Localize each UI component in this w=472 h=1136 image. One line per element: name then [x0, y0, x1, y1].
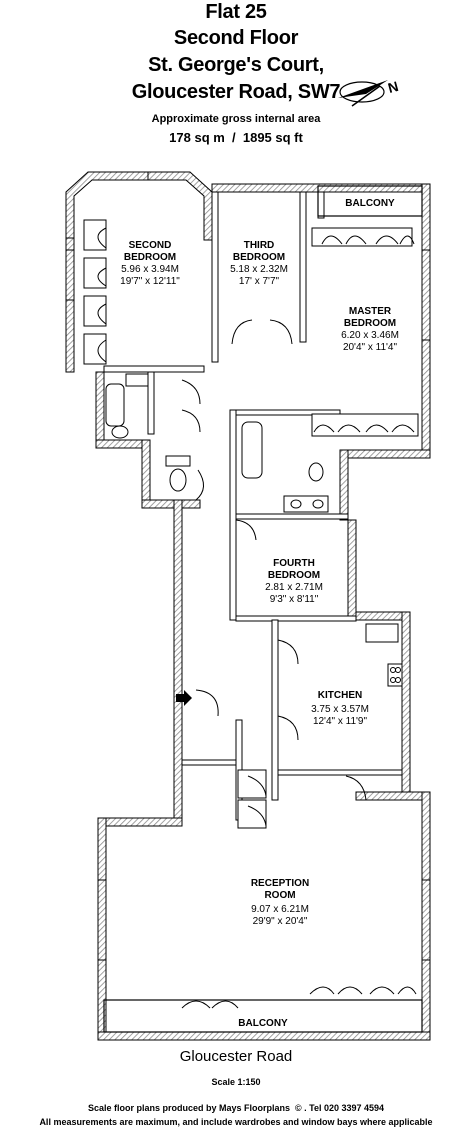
credit-line: Scale floor plans produced by Mays Floor… [87, 1103, 385, 1113]
room-balcony-bottom: BALCONY [238, 1018, 288, 1029]
room-reception-imperial: 29'9" x 20'4" [252, 916, 308, 927]
room-second-bedroom-imperial: 19'7" x 12'11" [120, 276, 180, 287]
room-kitchen-imperial: 12'4" x 11'9" [312, 716, 368, 727]
wall-second-bedroom-left [65, 237, 75, 373]
room-master-bedroom-name2: BEDROOM [343, 318, 397, 329]
room-fourth-bedroom-imperial: 9'3" x 8'11" [269, 594, 319, 605]
wall-master-bottom [339, 449, 431, 459]
disclaimer-line: All measurements are maximum, and includ… [39, 1117, 433, 1127]
room-master-bedroom-metric: 6.20 x 3.46M [341, 330, 399, 341]
wall-top [211, 183, 431, 193]
outer-walls [65, 171, 431, 1041]
wall-wc-bottom [141, 499, 201, 509]
street-label: Gloucester Road [179, 1048, 293, 1065]
wall-bottom [97, 1031, 431, 1041]
wall-ensuite-right [339, 449, 349, 521]
wall-reception-left-top [97, 817, 183, 827]
room-second-bedroom-metric: 5.96 x 3.94M [121, 264, 179, 275]
room-kitchen-metric: 3.75 x 3.57M [311, 704, 369, 715]
room-fourth-bedroom-name2: BEDROOM [267, 570, 321, 581]
room-reception-name2: ROOM [264, 890, 296, 901]
title-flat: Flat 25 [205, 1, 267, 23]
bathroom-fixtures [105, 373, 403, 687]
title-floor: Second Floor [173, 27, 299, 49]
door-swings [97, 227, 417, 1009]
title-address: Gloucester Road, SW7 [131, 81, 341, 103]
title-building: St. George's Court, [148, 54, 324, 76]
wall-second-bedroom-right-bay [147, 171, 213, 241]
wall-wc-left [141, 439, 151, 501]
room-balcony-top: BALCONY [345, 198, 395, 209]
area-label: Approximate gross internal area [151, 113, 321, 125]
wall-fourth-right [347, 519, 357, 619]
room-reception-name1: RECEPTION [250, 878, 310, 889]
compass-icon [338, 80, 388, 107]
wall-right-master [421, 183, 431, 459]
window-marks [66, 249, 430, 961]
room-third-bedroom-imperial: 17' x 7'7" [238, 276, 280, 287]
room-third-bedroom-metric: 5.18 x 2.32M [230, 264, 288, 275]
room-fourth-bedroom-name1: FOURTH [273, 558, 315, 569]
room-kitchen-name: KITCHEN [317, 690, 363, 701]
wall-reception-left [97, 817, 107, 1041]
area-value: 178 sq m / 1895 sq ft [169, 130, 303, 145]
scale-label: Scale 1:150 [211, 1077, 261, 1087]
room-reception-metric: 9.07 x 6.21M [251, 904, 309, 915]
wall-left-bathroom [95, 371, 105, 441]
room-second-bedroom-name2: BEDROOM [123, 252, 177, 263]
room-master-bedroom-name1: MASTER [348, 306, 392, 317]
room-master-bedroom-imperial: 20'4" x 11'4" [342, 342, 398, 353]
wall-corridor-left [173, 499, 183, 821]
wall-second-bedroom-bay [65, 171, 149, 239]
wall-reception-right [421, 791, 431, 1041]
interior-walls [103, 191, 403, 821]
wall-reception-top-right [355, 791, 431, 801]
room-third-bedroom-name1: THIRD [243, 240, 275, 251]
wall-kitchen-right [401, 611, 411, 801]
balconies [103, 185, 423, 1033]
entrance-arrow-icon [176, 690, 192, 706]
room-third-bedroom-name2: BEDROOM [232, 252, 286, 263]
room-fourth-bedroom-metric: 2.81 x 2.71M [265, 582, 323, 593]
room-second-bedroom-name1: SECOND [128, 240, 172, 251]
